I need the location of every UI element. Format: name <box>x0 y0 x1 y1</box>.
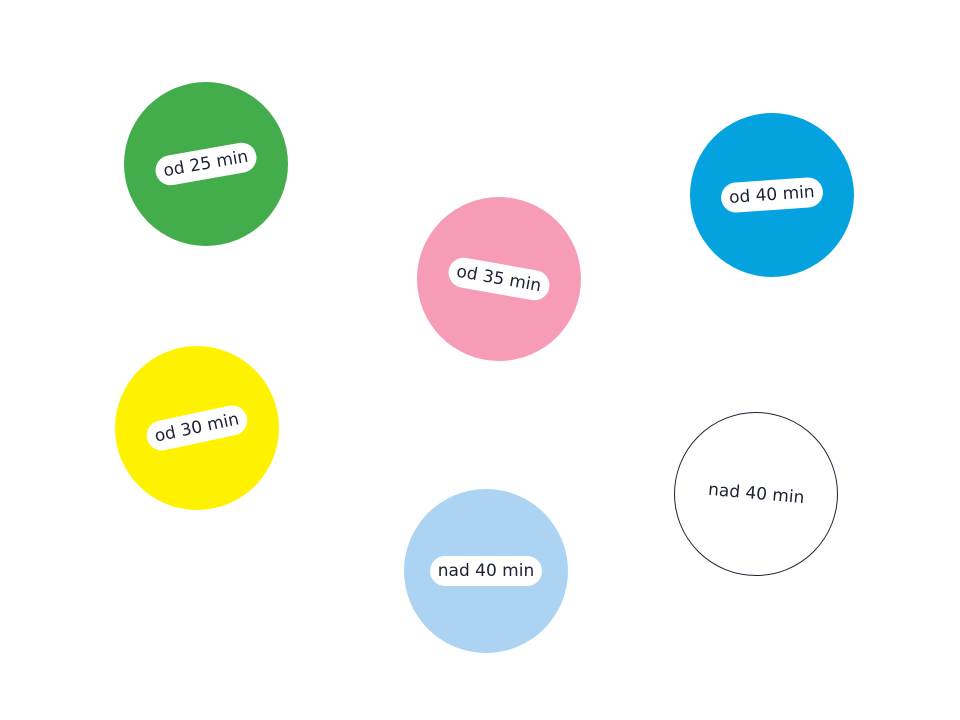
time-badge-outline: nad 40 min <box>674 412 838 576</box>
time-badge-label: nad 40 min <box>429 556 543 586</box>
time-badge-pink: od 35 min <box>417 197 581 361</box>
time-badge-light-blue: nad 40 min <box>404 489 568 653</box>
time-badge-label: od 40 min <box>720 176 824 214</box>
time-badge-label: od 25 min <box>153 140 259 188</box>
time-badge-blue: od 40 min <box>690 113 854 277</box>
time-badge-label: nad 40 min <box>707 479 805 509</box>
time-badge-yellow: od 30 min <box>115 346 279 510</box>
time-badge-label: od 30 min <box>144 402 250 454</box>
time-badge-label: od 35 min <box>446 255 552 303</box>
time-badge-green: od 25 min <box>124 82 288 246</box>
